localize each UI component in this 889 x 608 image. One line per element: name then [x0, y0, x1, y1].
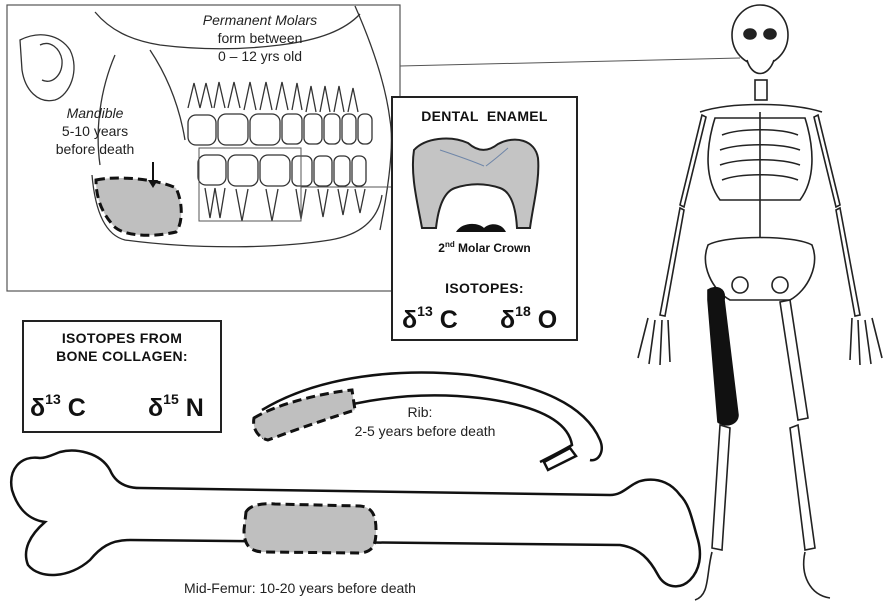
collagen-title-line1: ISOTOPES FROM — [25, 330, 219, 347]
mandible-title: Mandible — [40, 105, 150, 122]
collagen-title-line2: BONE COLLAGEN: — [25, 348, 219, 365]
enamel-isotopes-label: ISOTOPES: — [394, 280, 575, 297]
femur-caption: Mid-Femur: 10-20 years before death — [150, 580, 450, 597]
molars-line1: form between — [180, 30, 340, 47]
femur-sample-region — [244, 504, 376, 553]
enamel-isotope-oxygen: δ18 O — [500, 306, 557, 335]
skull-connector-line — [400, 58, 740, 66]
crown-ordinal-suffix: nd — [445, 240, 455, 249]
element-symbol: O — [531, 306, 557, 334]
crown-ordinal: 2 — [438, 241, 445, 255]
enamel-isotope-carbon: δ13 C — [402, 306, 458, 335]
delta-symbol: δ — [148, 394, 163, 422]
element-symbol: C — [61, 394, 86, 422]
rib-title: Rib: — [370, 404, 470, 421]
isotope-mass: 13 — [417, 303, 433, 319]
crown-text: Molar Crown — [455, 241, 531, 255]
element-symbol: C — [433, 306, 458, 334]
collagen-isotope-nitrogen: δ15 N — [148, 394, 204, 423]
mandible-line1: 5-10 years — [40, 123, 150, 140]
molars-line2: 0 – 12 yrs old — [180, 48, 340, 65]
delta-symbol: δ — [30, 394, 45, 422]
mandible-line2: before death — [40, 141, 150, 158]
isotope-mass: 15 — [163, 391, 179, 407]
molar-crown-caption: 2nd Molar Crown — [394, 240, 575, 255]
skeleton-femur-highlight — [708, 288, 738, 425]
isotope-mass: 18 — [515, 303, 531, 319]
collagen-isotope-carbon: δ13 C — [30, 394, 86, 423]
isotope-mass: 13 — [45, 391, 61, 407]
dental-enamel-title: DENTAL ENAMEL — [394, 108, 575, 125]
molars-title: Permanent Molars — [180, 12, 340, 29]
rib-caption: 2-5 years before death — [330, 423, 520, 440]
element-symbol: N — [179, 394, 204, 422]
delta-symbol: δ — [402, 306, 417, 334]
delta-symbol: δ — [500, 306, 515, 334]
